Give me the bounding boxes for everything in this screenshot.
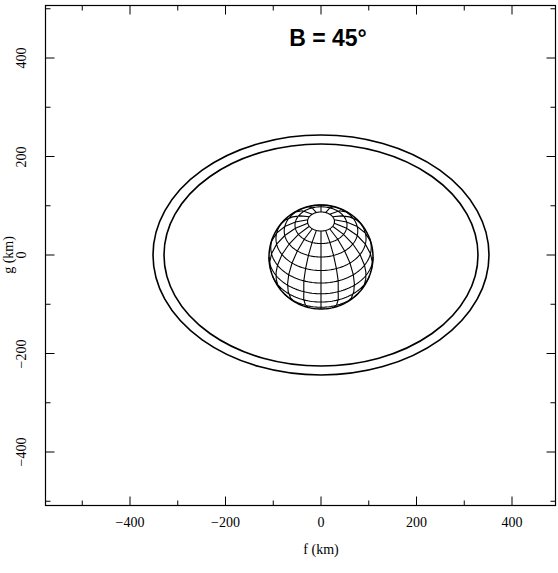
tick-mark (273, 6, 274, 11)
x-tick-label: 200 (406, 516, 427, 530)
tick-mark (82, 501, 83, 506)
tick-mark (46, 8, 51, 9)
tick-mark (464, 6, 465, 11)
tick-mark (512, 497, 513, 506)
tick-mark (46, 255, 55, 256)
planet-globe (269, 205, 373, 309)
tick-mark (273, 501, 274, 506)
tick-mark (130, 6, 131, 15)
tick-mark (46, 107, 51, 108)
tick-mark (547, 452, 556, 453)
axis-ticks (46, 6, 556, 506)
tick-mark (225, 6, 226, 15)
y-tick-label: −200 (15, 339, 29, 368)
tick-mark (368, 501, 369, 506)
tick-mark (551, 304, 556, 305)
x-axis-title: f (km) (303, 543, 338, 557)
y-tick-label: 0 (15, 252, 29, 259)
tick-mark (551, 402, 556, 403)
tick-mark (46, 58, 55, 59)
tick-mark (177, 6, 178, 11)
tick-mark (225, 497, 226, 506)
tick-mark (551, 107, 556, 108)
x-tick-label: 0 (318, 516, 325, 530)
tick-mark (46, 156, 55, 157)
tick-mark (46, 402, 51, 403)
tick-mark (551, 8, 556, 9)
tick-mark (82, 6, 83, 11)
tick-mark (547, 156, 556, 157)
tick-mark (46, 304, 51, 305)
plot-frame (46, 6, 556, 506)
tick-mark (46, 452, 55, 453)
inner-ring (164, 144, 478, 366)
tick-mark (368, 6, 369, 11)
tick-mark (130, 497, 131, 506)
tick-mark (547, 353, 556, 354)
tick-mark (512, 6, 513, 15)
tick-mark (46, 501, 51, 502)
x-tick-label: 400 (502, 516, 523, 530)
tick-mark (416, 6, 417, 15)
tick-mark (547, 58, 556, 59)
plot-title: B = 45° (289, 27, 367, 50)
tick-mark (46, 353, 55, 354)
y-tick-label: 200 (15, 146, 29, 167)
tick-mark (464, 501, 465, 506)
y-axis-title: g (km) (2, 236, 16, 274)
tick-mark (321, 497, 322, 506)
x-tick-label: −200 (211, 516, 240, 530)
tick-mark (551, 205, 556, 206)
tick-mark (321, 6, 322, 15)
tick-mark (177, 501, 178, 506)
tick-mark (551, 501, 556, 502)
tick-mark (547, 255, 556, 256)
outer-ring (153, 135, 489, 375)
tick-mark (416, 497, 417, 506)
y-tick-label: −400 (15, 438, 29, 467)
planet-graticule (269, 205, 373, 309)
x-tick-label: −400 (116, 516, 145, 530)
planet-outline (269, 205, 373, 309)
tick-mark (46, 205, 51, 206)
y-tick-label: 400 (15, 48, 29, 69)
